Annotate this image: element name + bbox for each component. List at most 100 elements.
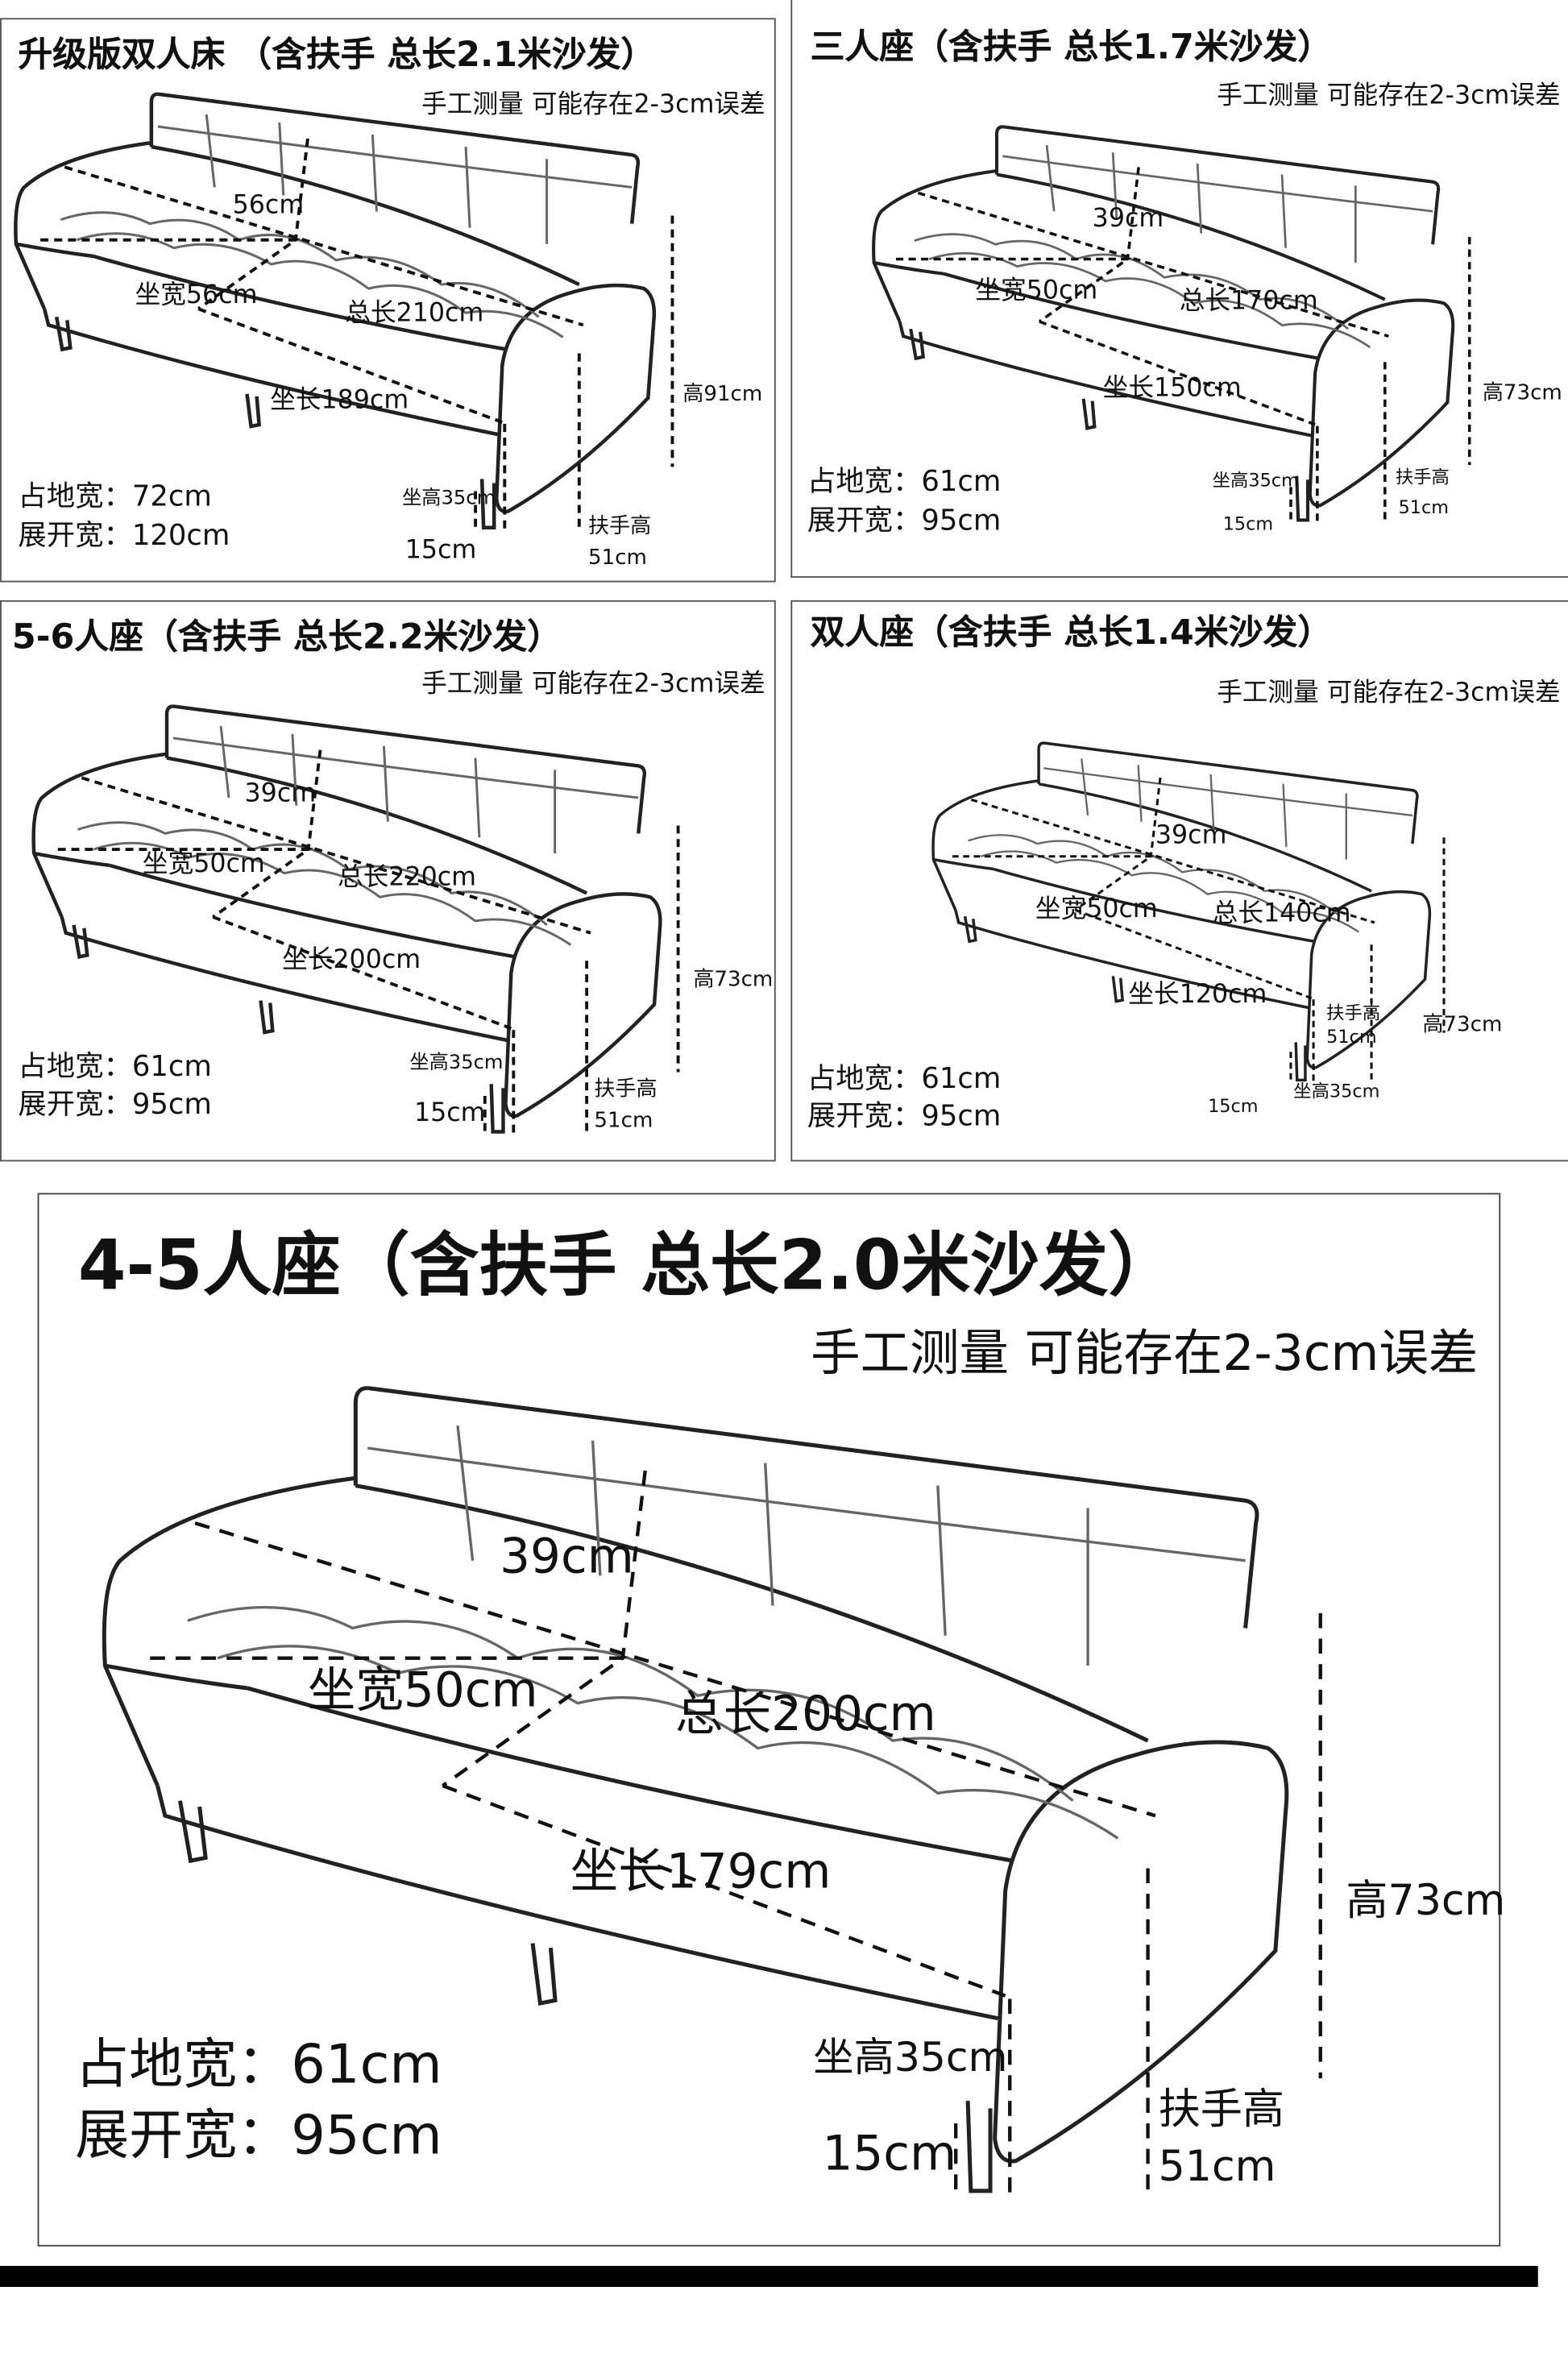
left-arm-front	[15, 242, 93, 259]
measurement-note: 手工测量 可能存在2-3cm误差	[1217, 678, 1561, 708]
measurement-note: 手工测量 可能存在2-3cm误差	[811, 1323, 1479, 1383]
total-length-dash	[81, 776, 591, 935]
seat-back-line	[996, 172, 1386, 301]
seat-width-label: 坐宽50cm	[1035, 894, 1158, 925]
leg-2	[1111, 976, 1124, 1003]
seat-height-label: 坐高35cm	[409, 1052, 504, 1075]
seat-front	[993, 867, 1315, 944]
back-height-dash	[1149, 777, 1162, 857]
back-height-label: 39cm	[500, 1527, 634, 1585]
seat-height-label: 坐高35cm	[813, 2035, 1008, 2081]
left-arm	[872, 168, 998, 322]
panel-title: 三人座（含扶手 总长1.7米沙发）	[810, 28, 1333, 68]
height-label: 高91cm	[682, 382, 763, 407]
sofa-base	[954, 909, 1309, 1010]
panel-border	[790, 0, 1568, 578]
total-length-label: 总长170cm	[1179, 286, 1318, 317]
leg-height-label: 15cm	[404, 535, 477, 566]
back-grid-1	[1045, 144, 1357, 264]
back-height-dash	[620, 1470, 647, 1658]
seat-length-label: 坐长200cm	[282, 945, 421, 976]
seat-height-label: 坐高35cm	[1293, 1080, 1380, 1102]
back-height-label: 39cm	[1155, 820, 1227, 851]
back-grid-1	[456, 1425, 1089, 1666]
seat-front	[92, 254, 507, 351]
seat-height-label: 坐高35cm	[402, 488, 496, 511]
panel-border	[790, 600, 1568, 1162]
total-length-dash	[194, 1521, 1156, 1818]
armrest-height-value: 51cm	[587, 546, 647, 571]
right-arm	[494, 283, 657, 514]
floor-width-text: 占地宽：61cm	[18, 1050, 212, 1084]
leg-3	[1295, 475, 1310, 522]
seat-width-label: 坐宽50cm	[142, 849, 265, 880]
seat-front	[109, 863, 516, 959]
back-grid-2	[367, 1446, 1246, 1562]
panel-title: 双人座（含扶手 总长1.4米沙发）	[810, 613, 1333, 654]
right-arm	[504, 892, 662, 1118]
back-height-label: 39cm	[244, 778, 317, 809]
back-grid-2	[157, 125, 633, 189]
cushion-2	[980, 850, 1360, 933]
total-length-dash	[64, 165, 584, 327]
sofa-back	[367, 1386, 1259, 1629]
left-arm-front	[933, 857, 993, 871]
floor-width-text: 占地宽：72cm	[18, 479, 212, 513]
leg-height-label: 15cm	[1208, 1095, 1259, 1117]
measurement-note: 手工测量 可能存在2-3cm误差	[1217, 81, 1561, 111]
panel-border	[37, 1193, 1501, 2247]
measurement-note: 手工测量 可能存在2-3cm误差	[421, 89, 765, 120]
floor-width-text: 占地宽：61cm	[75, 2035, 442, 2097]
height-label: 高73cm	[1422, 1012, 1503, 1037]
leg-3	[479, 479, 496, 530]
sofa-base	[60, 916, 508, 1043]
leg-3	[1294, 1042, 1307, 1082]
left-arm-front	[104, 1663, 248, 1691]
armrest-height-value: 51cm	[1326, 1026, 1377, 1048]
right-arm	[1308, 298, 1455, 508]
back-grid-1	[1081, 758, 1347, 860]
back-grid-2	[1002, 155, 1433, 213]
sofa-back-left	[994, 125, 1003, 175]
height-label: 高73cm	[1482, 380, 1562, 405]
back-height-label: 39cm	[1092, 204, 1164, 234]
left-arm	[14, 140, 152, 310]
seat-width-label: 坐宽50cm	[307, 1661, 538, 1719]
sofa-back	[172, 704, 647, 834]
cushion-2	[217, 1645, 1119, 1840]
leg-2	[1081, 398, 1097, 430]
cushion-2	[93, 841, 572, 946]
leg-1	[909, 328, 926, 361]
sofa-base	[898, 321, 1312, 438]
leg-2	[259, 1000, 275, 1035]
armrest-height-value: 51cm	[1158, 2141, 1276, 2191]
leg-1	[177, 1800, 208, 1864]
back-grid-1	[205, 114, 549, 244]
armrest-height-value: 51cm	[594, 1109, 653, 1133]
seat-length-label: 坐长150cm	[1102, 373, 1242, 404]
sofa-back	[1043, 741, 1419, 845]
leg-1	[963, 915, 977, 944]
seat-front	[247, 1686, 1014, 1863]
seat-height-label: 坐高35cm	[1212, 469, 1299, 491]
seat-back-line	[355, 1484, 1149, 1743]
left-arm-front	[33, 851, 110, 868]
seat-width-label: 坐宽50cm	[975, 276, 1098, 306]
right-arm	[1305, 890, 1432, 1069]
back-grid-1	[219, 725, 557, 854]
panel-title: 升级版双人床 （含扶手 总长2.1米沙发）	[18, 35, 656, 76]
sofa-back	[157, 92, 641, 224]
leg-3	[965, 2100, 993, 2193]
seat-length-label: 坐长120cm	[1128, 980, 1267, 1011]
seat-width-dash	[952, 855, 1155, 911]
sofa-base	[156, 1785, 998, 2021]
armrest-height-label: 扶手高	[594, 1077, 657, 1102]
sofa-back-left	[353, 1386, 368, 1486]
unfold-width-text: 展开宽：95cm	[75, 2105, 442, 2168]
